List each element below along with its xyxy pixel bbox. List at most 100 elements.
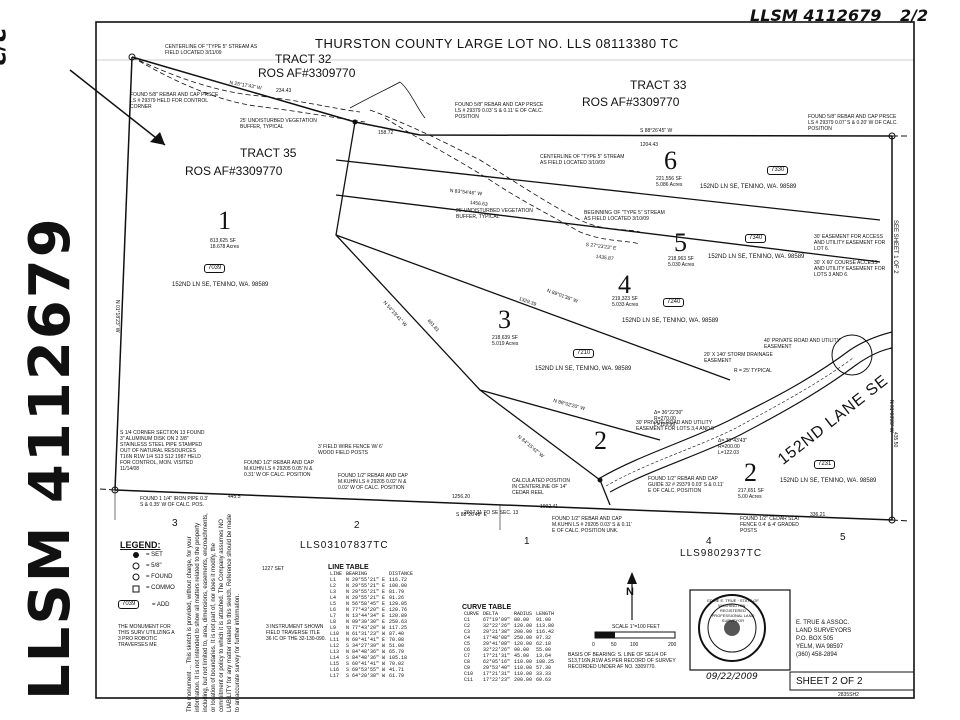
lower-section-3: 3 (172, 518, 178, 529)
line-table-cell: 100.00 (389, 583, 408, 589)
line-table-cell: L17 (330, 673, 340, 679)
line-table-header: LINE (330, 571, 343, 577)
instrument-note: 3 INSTRUMENT SHOWN FIELD TRAVERSE ITLE 3… (266, 624, 326, 642)
lower-section-1: 1 (524, 536, 530, 547)
set-note: 1227 SET (262, 566, 285, 572)
private-road-note: 40' PRIVATE ROAD AND UTILITY EASEMENT (764, 338, 840, 350)
bearing-label: S 88°26'48" E (456, 512, 487, 518)
line-table-cell: N 13°44'34" E (346, 613, 386, 619)
line-table-cell: 117.25 (389, 625, 408, 631)
line-table-cell: S 34°27'39" W (346, 643, 386, 649)
lot-3-area: 218,639 SF 5.019 Acres (492, 335, 519, 347)
scale-tick: 200 (668, 642, 677, 648)
line-table-cell: L7 (330, 613, 337, 619)
plat-title: THURSTON COUNTY LARGE LOT NO. LLS 081133… (315, 36, 679, 51)
line-table-cell: N 60°41'41" E (346, 637, 386, 643)
line-table-cell: 70.08 (389, 637, 405, 643)
line-table-cell: L4 (330, 595, 337, 601)
tract-32-ros: ROS AF#3309770 (258, 66, 356, 80)
line-table-cell: N 29°55'21" E (346, 589, 386, 595)
curve-table-cell: C3 (464, 629, 471, 635)
line-table-cell: L3 (330, 589, 337, 595)
distance-label: 1256.20 (452, 494, 471, 500)
line-table-cell: L11 (330, 637, 340, 643)
surveyor-line: LAND SURVEYORS (796, 628, 852, 634)
legend-address-box: 7039 (118, 600, 140, 609)
line-table-cell: L16 (330, 667, 340, 673)
surveyor-line: (360) 458-2894 (796, 652, 838, 658)
curve-data: L=122.03 (718, 450, 739, 456)
line-table-cell: N 56°58'45" E (346, 601, 386, 607)
lls-left-label: LLS03107837TC (300, 540, 389, 551)
curve-table-cell: C4 (464, 635, 471, 641)
curve-table-cell: C7 (464, 653, 471, 659)
lower-section-2: 2 (354, 520, 360, 531)
curve-table-cell: C5 (464, 641, 471, 647)
curve-table-cell: 120.00 (514, 623, 533, 629)
curve-table-cell: 55.00 (536, 647, 552, 653)
line-table-cell: L12 (330, 643, 340, 649)
lot-2-address: 152ND LN SE, TENINO, WA. 98589 (780, 478, 877, 484)
curve-table-header: RADIUS (514, 611, 533, 617)
lot-6-area: 221,556 SF 5.086 Acres (656, 176, 683, 188)
line-table-cell: L8 (330, 619, 337, 625)
distance-label: 336.21 (810, 512, 826, 518)
calc-position-note: CALCULATED POSITION IN CENTERLINE OF 14"… (512, 478, 570, 496)
lot-2-number-upper: 2 (594, 426, 607, 455)
tract-33-label: TRACT 33 (630, 78, 687, 92)
curve-table-cell: 62°05'16" (483, 659, 511, 665)
bearing-label: N 01°03'23" W (888, 400, 894, 433)
curve-table-cell: C1 (464, 617, 471, 623)
legend-row: = SET (146, 552, 163, 558)
curve-table: CURVE TABLE CURVE DELTA RADIUS LENGTH C1… (462, 604, 556, 683)
rebar-b2-note: FOUND 1/2" REBAR AND CAP M.KUHN LS # 292… (338, 473, 408, 491)
curve-table-cell: 110.00 (514, 659, 533, 665)
sheet-number: SHEET 2 OF 2 (796, 676, 863, 687)
curve-table-cell: 62.18 (536, 641, 552, 647)
lot-6-address-number: 7330 (767, 166, 789, 175)
lower-section-4: 4 (706, 536, 712, 547)
curve-table-cell: 17°22'23" (483, 677, 511, 683)
north-arrow-icon: N (626, 586, 634, 598)
line-table-cell: N 61°31'23" W (346, 631, 386, 637)
private-road-note-2: 30' PRIVATE ROAD AND UTILITY EASEMENT FO… (636, 420, 714, 432)
line-table-cell: 87.40 (389, 631, 405, 637)
line-table-title: LINE TABLE (328, 564, 369, 571)
distance-label: 234.43 (276, 88, 292, 94)
page-mark: 2/2 (900, 6, 929, 25)
legend-row: = FOUND (146, 574, 173, 580)
tract-32-label: TRACT 32 (275, 52, 332, 66)
lls-right-label: LLS9802937TC (680, 548, 763, 559)
margin-page-mark: 2/2 (0, 28, 8, 67)
legend-title: LEGEND: (120, 540, 161, 550)
line-table-header: BEARING (346, 571, 368, 577)
curve-table-cell: 60.63 (536, 677, 552, 683)
legend-row: = COMMO (146, 585, 175, 591)
lot-2-address-number: 7231 (814, 460, 836, 469)
line-table-cell: 91.26 (389, 595, 405, 601)
easement-30-note: 30' EASEMENT FOR ACCESS AND UTILITY EASE… (814, 234, 886, 252)
line-table-cell: 51.00 (389, 643, 405, 649)
curve-table-cell: 32°22'26" (483, 623, 511, 629)
line-table-cell: L5 (330, 601, 337, 607)
line-table-cell: N 77°43'20" W (346, 625, 386, 631)
buffer-note-top: 25' UNDISTURBED VEGETATION BUFFER, TYPIC… (240, 118, 317, 130)
surveyor-line: P.O. BOX 505 (796, 636, 834, 642)
line-table-cell: 65.79 (389, 649, 405, 655)
curve-data: R=200.00 (718, 444, 740, 450)
lot-5-address: 152ND LN SE, TENINO, WA. 98589 (708, 254, 805, 260)
line-table-cell: N 77°43'20" E (346, 607, 386, 613)
curve-table-cell: 29°41'08" (483, 641, 511, 647)
